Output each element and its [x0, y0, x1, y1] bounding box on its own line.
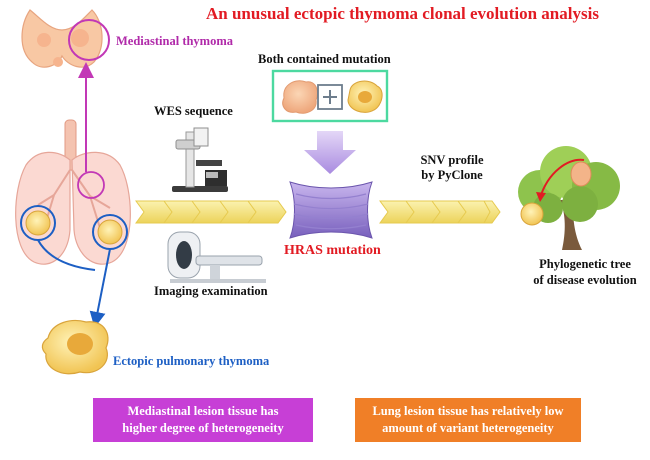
snv-profile-line2: by PyClone	[421, 168, 483, 182]
left-chevron-arrow	[135, 200, 287, 224]
lung-heterogeneity-box: Lung lesion tissue has relatively low am…	[355, 398, 581, 442]
mediastinal-box-line2: higher degree of heterogeneity	[122, 421, 284, 435]
both-mutation-label: Both contained mutation	[258, 52, 391, 66]
tree-icon	[518, 146, 620, 250]
lung-mediastinal-circle	[77, 171, 105, 199]
lung-box-line1: Lung lesion tissue has relatively low	[372, 404, 564, 418]
ectopic-thymoma-label: Ectopic pulmonary thymoma	[113, 354, 270, 368]
mediastinal-thymoma-label: Mediastinal thymoma	[116, 34, 234, 48]
phylogenetic-tree-label: Phylogenetic tree of disease evolution	[520, 256, 650, 288]
mediastinal-highlight-circle	[68, 19, 110, 61]
page-title: An unusual ectopic thymoma clonal evolut…	[206, 4, 599, 23]
microscope-icon	[172, 127, 228, 192]
plus-icon	[317, 84, 343, 110]
snv-profile-label: SNV profile by PyClone	[412, 153, 492, 183]
right-lesion-cell-icon	[97, 219, 123, 245]
hras-cushion-icon	[289, 181, 373, 239]
thyroid-icon	[21, 9, 103, 68]
tumor-cell-icon	[41, 319, 109, 375]
wes-sequence-label: WES sequence	[154, 104, 233, 118]
ct-scanner-icon	[167, 231, 266, 283]
snv-profile-line1: SNV profile	[420, 153, 484, 167]
phylogenetic-line2: of disease evolution	[533, 273, 637, 287]
right-chevron-arrow	[379, 200, 501, 224]
phylogenetic-line1: Phylogenetic tree	[539, 257, 631, 271]
mediastinal-tissue-mini-icon	[282, 80, 319, 114]
ectopic-arrow	[89, 248, 111, 328]
mediastinal-heterogeneity-box: Mediastinal lesion tissue has higher deg…	[93, 398, 313, 442]
hras-mutation-label: HRAS mutation	[284, 243, 381, 258]
blue-link-line	[37, 239, 96, 271]
imaging-examination-label: Imaging examination	[154, 284, 268, 298]
down-arrow-icon	[304, 131, 356, 174]
left-lesion-cell-icon	[25, 210, 51, 236]
mediastinal-box-line1: Mediastinal lesion tissue has	[127, 404, 279, 418]
lung-cell-mini-icon	[347, 80, 383, 113]
lung-box-line2: amount of variant heterogeneity	[382, 421, 554, 435]
